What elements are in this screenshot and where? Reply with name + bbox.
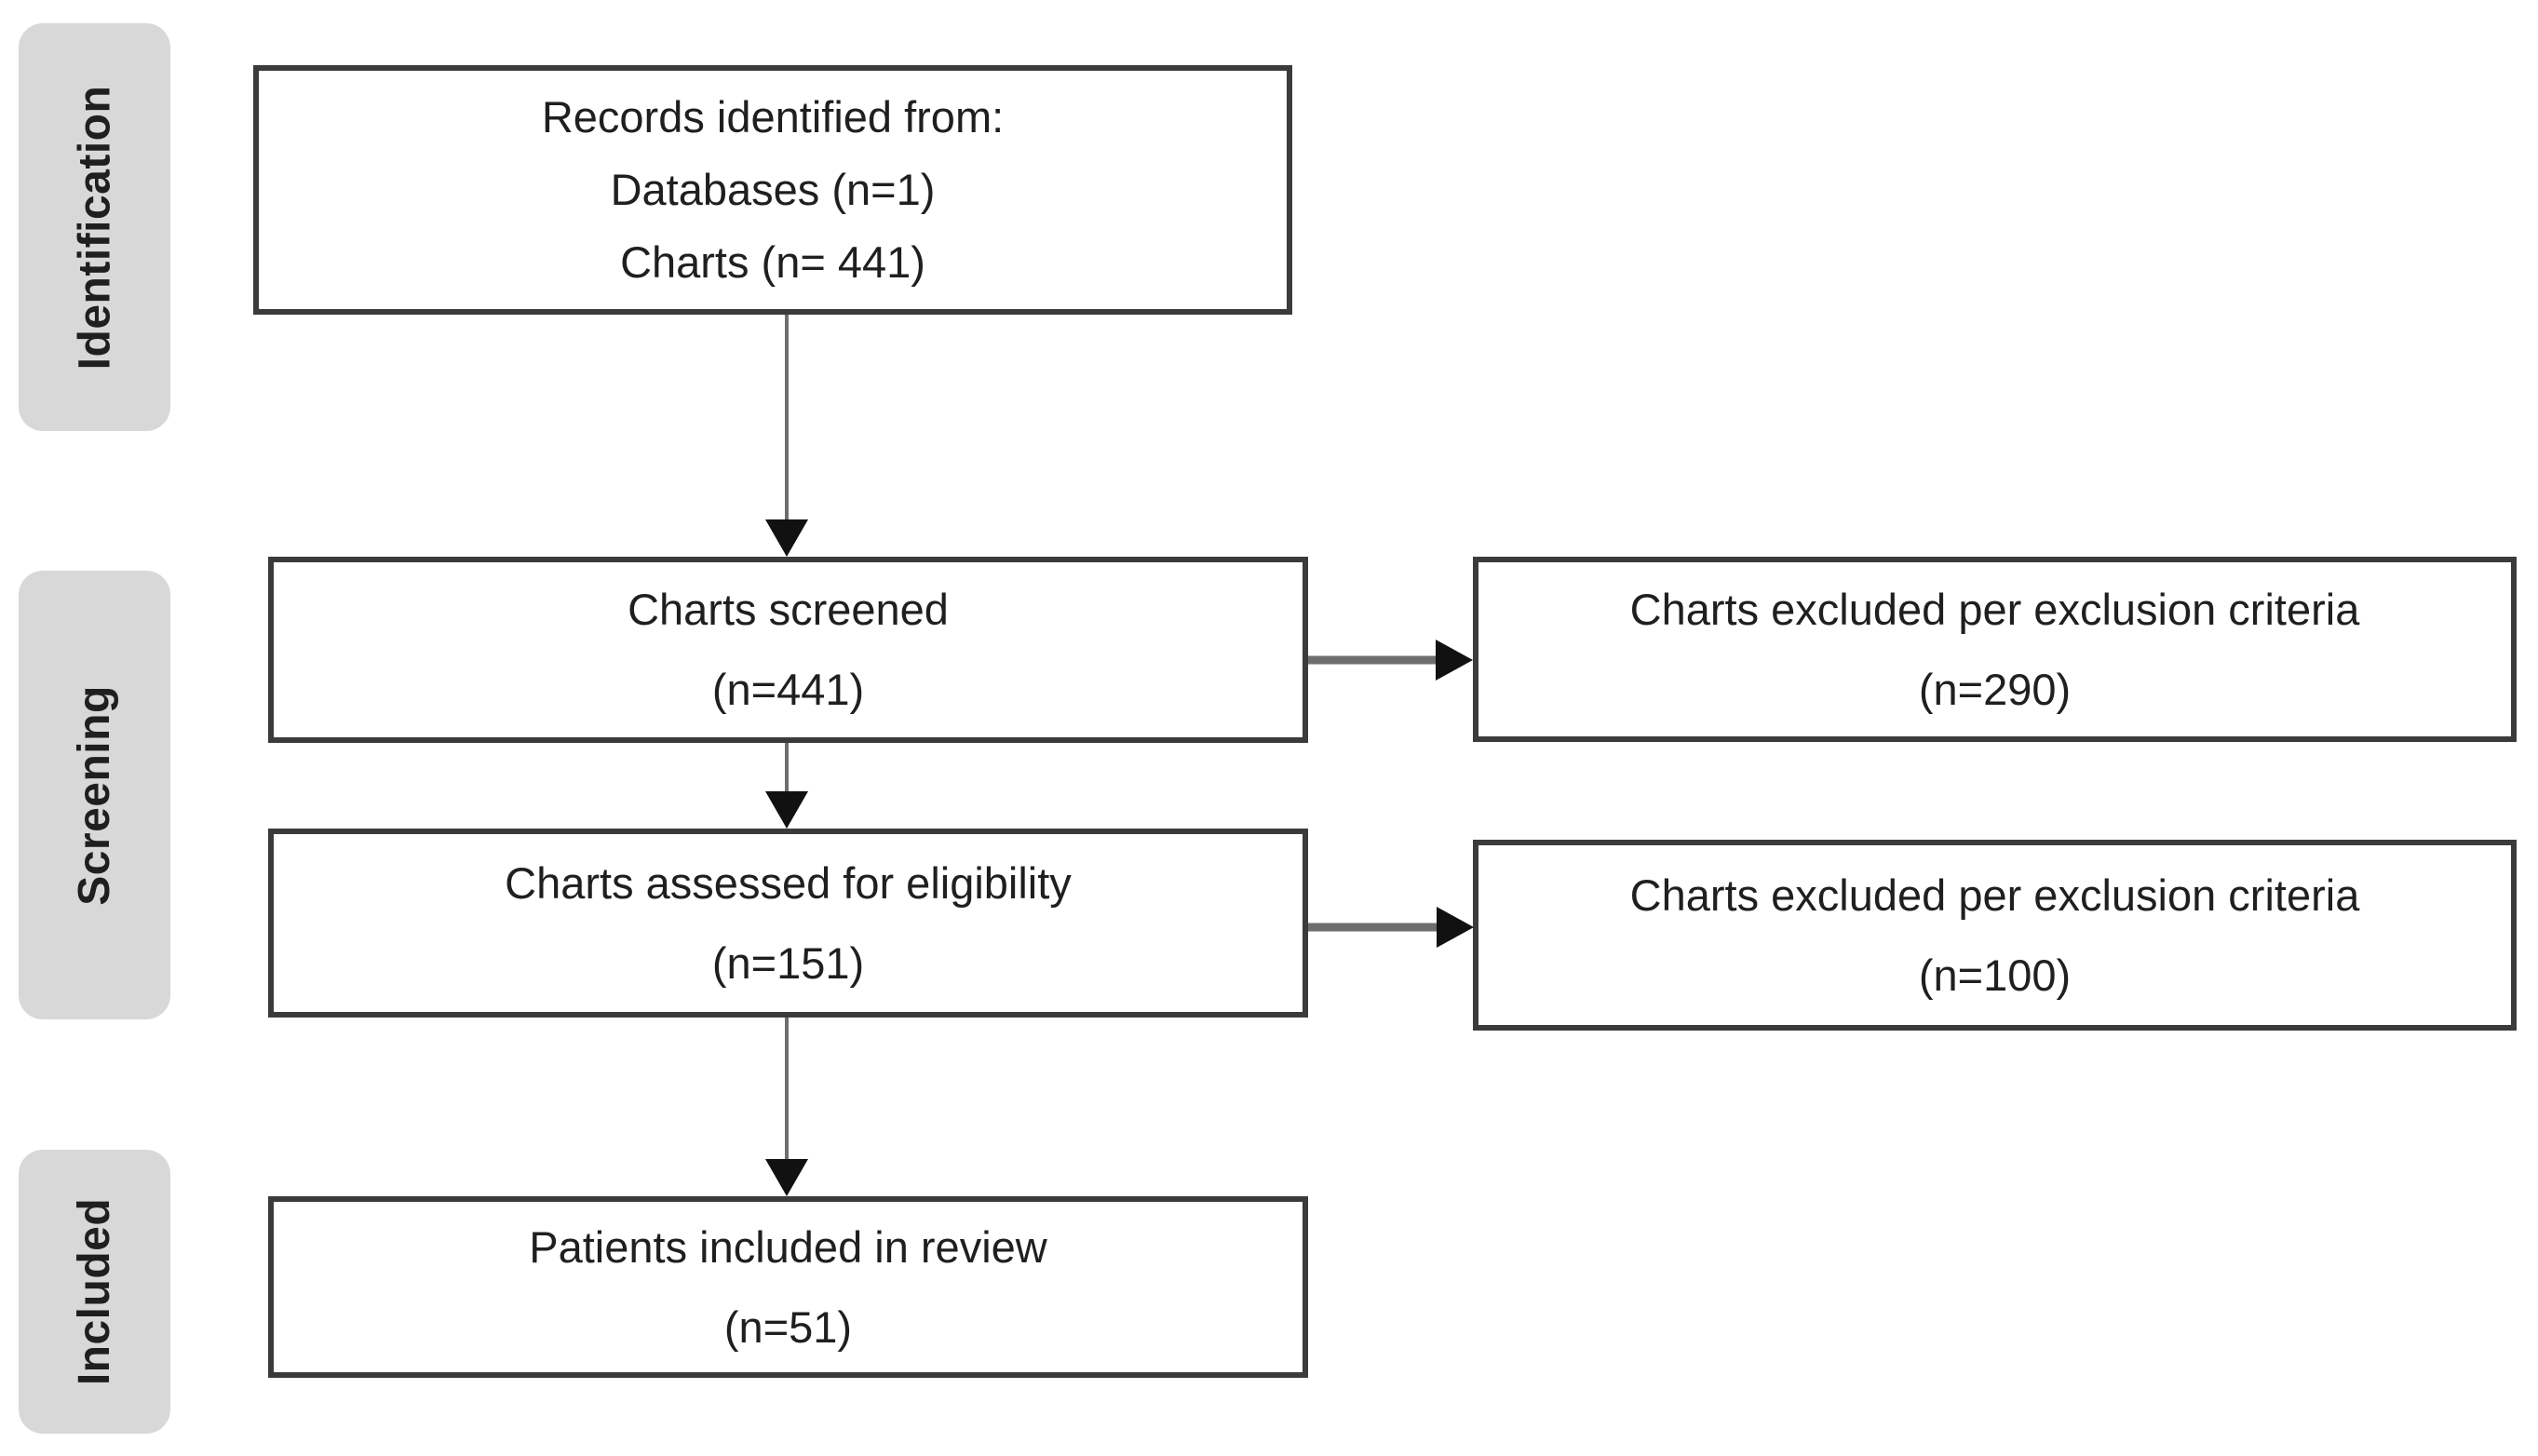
box-records-identified-line-3: Charts (n= 441) (620, 237, 925, 287)
stage-label-included-text: Included (70, 1197, 119, 1386)
stage-label-included: Included (19, 1150, 170, 1434)
box-excluded-screening: Charts excluded per exclusion criteria (… (1473, 557, 2517, 742)
box-patients-included-line-1: Patients included in review (529, 1221, 1047, 1272)
box-excluded-eligibility-line-2: (n=100) (1918, 950, 2072, 1000)
arrow-screened-to-assessed (765, 743, 808, 829)
arrow-stem (785, 1018, 789, 1163)
arrow-head-right (1436, 640, 1473, 681)
arrow-head-down (765, 519, 808, 557)
box-records-identified: Records identified from: Databases (n=1)… (253, 65, 1292, 315)
arrow-head-down (765, 791, 808, 829)
box-patients-included: Patients included in review (n=51) (268, 1196, 1308, 1378)
box-charts-assessed: Charts assessed for eligibility (n=151) (268, 829, 1308, 1018)
arrow-stem (1308, 923, 1442, 932)
arrow-stem (785, 315, 789, 523)
box-charts-screened-line-1: Charts screened (628, 585, 949, 634)
arrow-head-right (1437, 907, 1474, 948)
box-records-identified-line-1: Records identified from: (541, 92, 1005, 142)
arrow-assessed-to-included (765, 1018, 808, 1196)
box-excluded-screening-line-2: (n=290) (1918, 664, 2072, 714)
box-charts-screened-line-2: (n=441) (711, 665, 865, 714)
box-excluded-screening-line-1: Charts excluded per exclusion criteria (1629, 584, 2360, 634)
stage-label-identification: Identification (19, 23, 170, 431)
arrow-records-to-screened (765, 315, 808, 557)
box-charts-assessed-line-2: (n=151) (711, 937, 865, 988)
box-records-identified-line-2: Databases (n=1) (610, 165, 936, 214)
stage-label-identification-text: Identification (70, 85, 120, 370)
box-charts-screened: Charts screened (n=441) (268, 557, 1308, 743)
box-excluded-eligibility-line-1: Charts excluded per exclusion criteria (1629, 870, 2360, 920)
box-excluded-eligibility: Charts excluded per exclusion criteria (… (1473, 840, 2517, 1031)
box-charts-assessed-line-1: Charts assessed for eligibility (505, 857, 1072, 908)
arrow-stem (785, 743, 789, 795)
arrow-screened-to-excluded (1308, 639, 1473, 681)
arrow-head-down (765, 1159, 808, 1196)
arrow-stem (1308, 655, 1441, 665)
stage-label-screening: Screening (19, 571, 170, 1019)
stage-label-screening-text: Screening (70, 684, 120, 906)
box-patients-included-line-2: (n=51) (723, 1301, 853, 1352)
arrow-assessed-to-excluded (1308, 906, 1474, 949)
